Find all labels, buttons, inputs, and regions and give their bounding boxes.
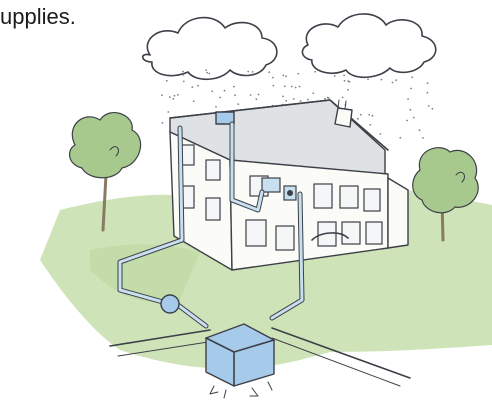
rain-drop: [427, 92, 429, 94]
rain-drop: [293, 98, 295, 100]
rain-drop: [183, 81, 185, 83]
rain-drop: [367, 78, 369, 80]
rain-drop: [422, 137, 424, 139]
rain-drop: [273, 85, 275, 87]
rain-drop: [343, 75, 345, 77]
rain-drop: [327, 97, 329, 99]
cloud-icon: [143, 18, 277, 80]
rain-drop: [182, 71, 184, 73]
rain-drop: [427, 82, 429, 84]
rain-drop: [237, 103, 239, 105]
rain-drop: [177, 94, 179, 96]
rain-drop: [432, 108, 434, 110]
rain-drop: [399, 137, 401, 139]
rain-drop: [205, 69, 207, 71]
rain-drop: [282, 74, 284, 76]
rain-drop: [234, 94, 236, 96]
rain-drop: [392, 82, 394, 84]
rain-drop: [291, 86, 293, 88]
rain-drop: [372, 115, 374, 117]
rain-drop: [250, 94, 252, 96]
rain-drop: [410, 109, 412, 111]
cloud-icon: [302, 14, 435, 77]
rain-drop: [411, 76, 413, 78]
rain-drop: [182, 74, 184, 76]
rain-drop: [419, 129, 421, 131]
filter-icon: [161, 295, 179, 313]
rain-drop: [219, 97, 221, 99]
extension: [388, 178, 408, 248]
rain-drop: [162, 122, 164, 124]
rain-drop: [191, 86, 193, 88]
rain-drop: [347, 89, 349, 91]
rain-drop: [284, 85, 286, 87]
rain-drop: [193, 100, 195, 102]
rain-drop: [161, 94, 163, 96]
rain-drop: [410, 88, 412, 90]
rain-drop: [299, 86, 301, 88]
rain-drop: [342, 97, 344, 99]
rain-drop: [272, 77, 274, 79]
rain-drop: [314, 71, 316, 73]
rain-drop: [268, 71, 270, 73]
rain-drop: [206, 72, 208, 74]
rain-drop: [380, 133, 382, 135]
rain-drop: [406, 120, 408, 122]
rain-drop: [166, 80, 168, 82]
rain-drop: [295, 87, 297, 89]
rain-drop: [172, 98, 174, 100]
rain-drop: [285, 100, 287, 102]
rain-drop: [252, 71, 254, 73]
rain-drop: [297, 73, 299, 75]
house-icon: [170, 100, 408, 270]
rain-drop: [197, 85, 199, 87]
rain-drop: [324, 98, 326, 100]
rain-drop: [395, 79, 397, 81]
rain-drop: [258, 94, 260, 96]
rain-drop: [169, 96, 171, 98]
rain-drop: [369, 124, 371, 126]
rain-drop: [349, 81, 351, 83]
rain-drop: [300, 100, 302, 102]
rain-drop: [211, 90, 213, 92]
rainwater-tank-icon: [206, 324, 274, 398]
rain-drop: [247, 71, 249, 73]
rain-drop: [215, 106, 217, 108]
rain-drop: [334, 75, 336, 77]
rain-drop: [381, 79, 383, 81]
rain-drop: [233, 86, 235, 88]
rain-drop: [344, 80, 346, 82]
rain-drop: [174, 95, 176, 97]
rain-drop: [407, 98, 409, 100]
chimney: [335, 108, 352, 127]
rain-drop: [224, 90, 226, 92]
rain-drop: [282, 96, 284, 98]
rain-drop: [360, 114, 362, 116]
rain-drop: [208, 73, 210, 75]
rain-drop: [312, 92, 314, 94]
rain-drop: [167, 111, 169, 113]
rain-drop: [256, 98, 258, 100]
rain-drop: [307, 99, 309, 101]
rain-drop: [428, 105, 430, 107]
rain-drop: [285, 75, 287, 77]
rain-drop: [357, 118, 359, 120]
rain-drop: [368, 114, 370, 116]
rain-drop: [413, 117, 415, 119]
